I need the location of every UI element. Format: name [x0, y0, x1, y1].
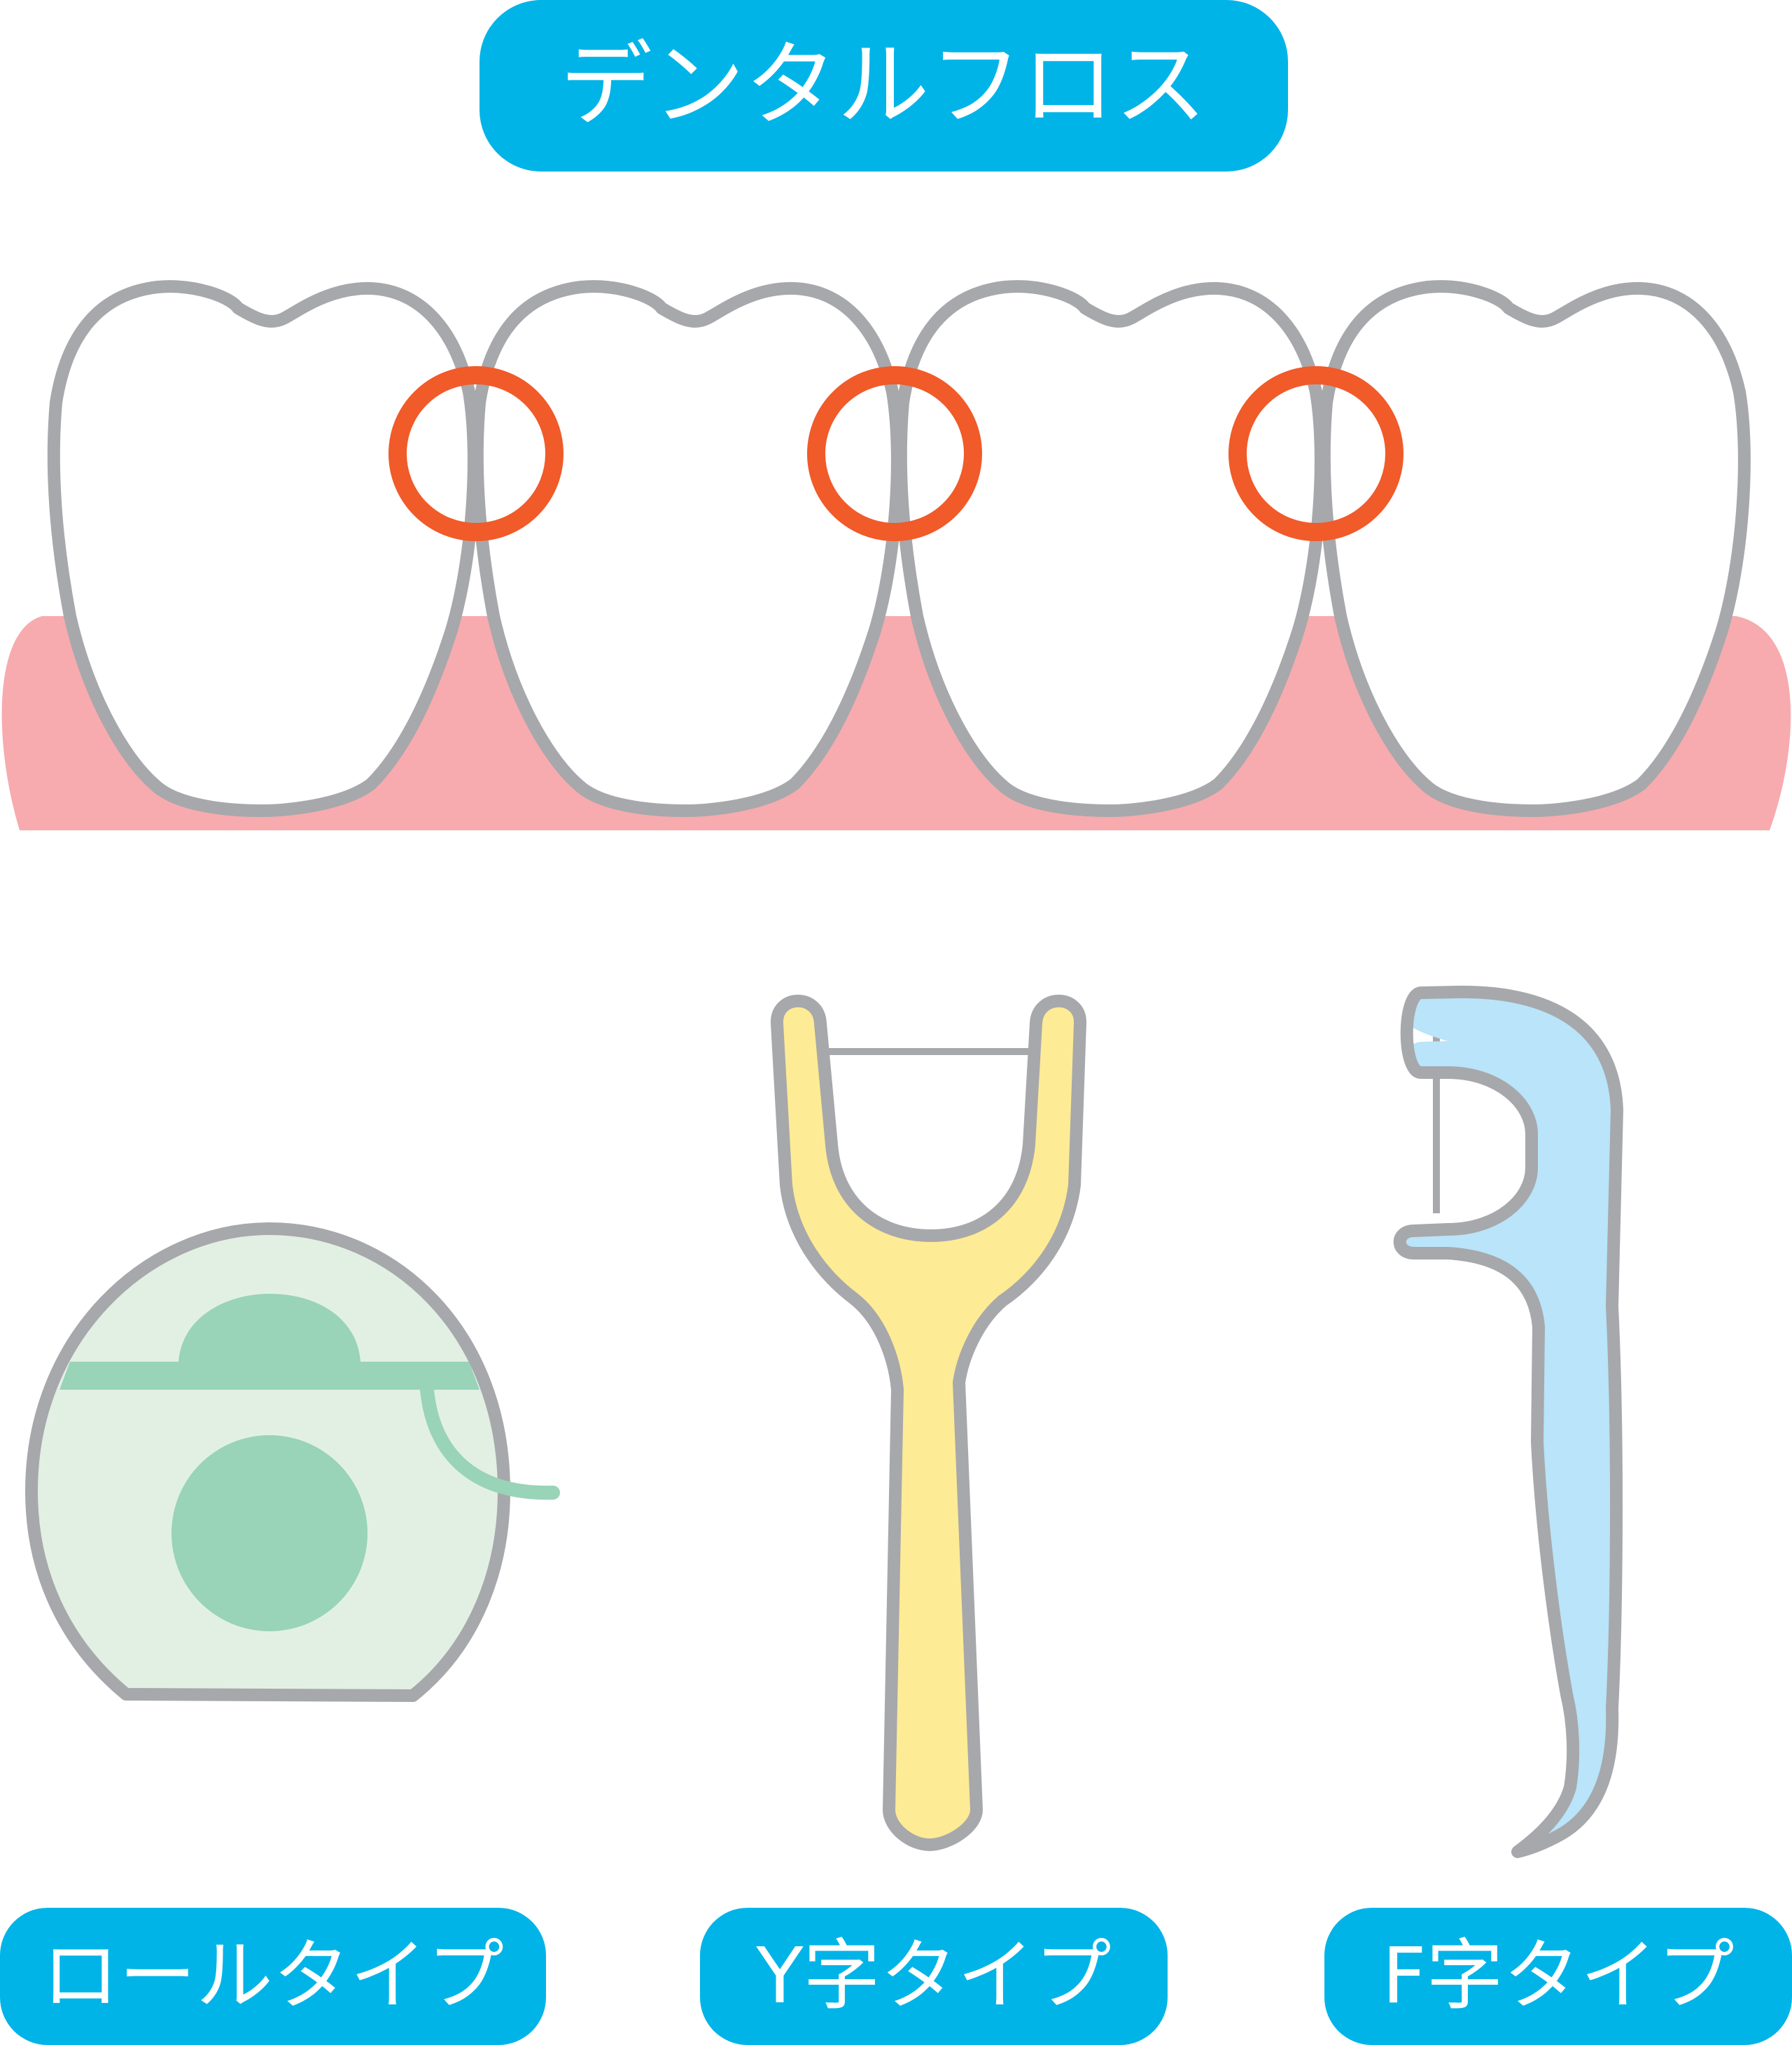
teeth-row-illustration: [1, 280, 1791, 830]
type-label-f-bg: [1324, 1908, 1792, 2045]
gum: [1, 616, 1791, 830]
floss-roll-icon: [25, 1222, 560, 1702]
roll-band: [59, 1294, 479, 1390]
tooth-1: [47, 280, 480, 817]
type-label-f-text: F字タイプ: [1382, 1931, 1734, 2020]
type-label-y-bg: [700, 1908, 1168, 2045]
type-label-roll-bg: [0, 1908, 546, 2045]
f-handle-outline: [1393, 985, 1623, 1858]
title-label-bg: [479, 0, 1288, 172]
tooth-4: [1317, 280, 1751, 817]
f-shaped-floss-pick-icon: [1393, 985, 1623, 1858]
roll-spool-center: [172, 1435, 368, 1631]
interdental-highlight-2: [807, 366, 982, 541]
y-handle: [771, 994, 1086, 1851]
type-label-roll-text: ロールタイプ: [42, 1931, 504, 2020]
title-label: デンタルフロス: [479, 0, 1288, 172]
interdental-highlight-3: [1228, 366, 1404, 541]
page-title: デンタルフロス: [560, 32, 1207, 139]
tooth-2: [470, 280, 904, 817]
tooth-3: [894, 280, 1327, 817]
interdental-highlight-1: [388, 366, 564, 541]
roll-floss-strand: [420, 1383, 560, 1500]
y-shaped-floss-pick-icon: [771, 994, 1086, 1851]
type-label-f: F字タイプ: [1324, 1908, 1792, 2045]
type-label-y-text: Y字タイプ: [755, 1931, 1111, 2020]
type-label-y: Y字タイプ: [700, 1908, 1168, 2045]
type-label-roll: ロールタイプ: [0, 1908, 546, 2045]
